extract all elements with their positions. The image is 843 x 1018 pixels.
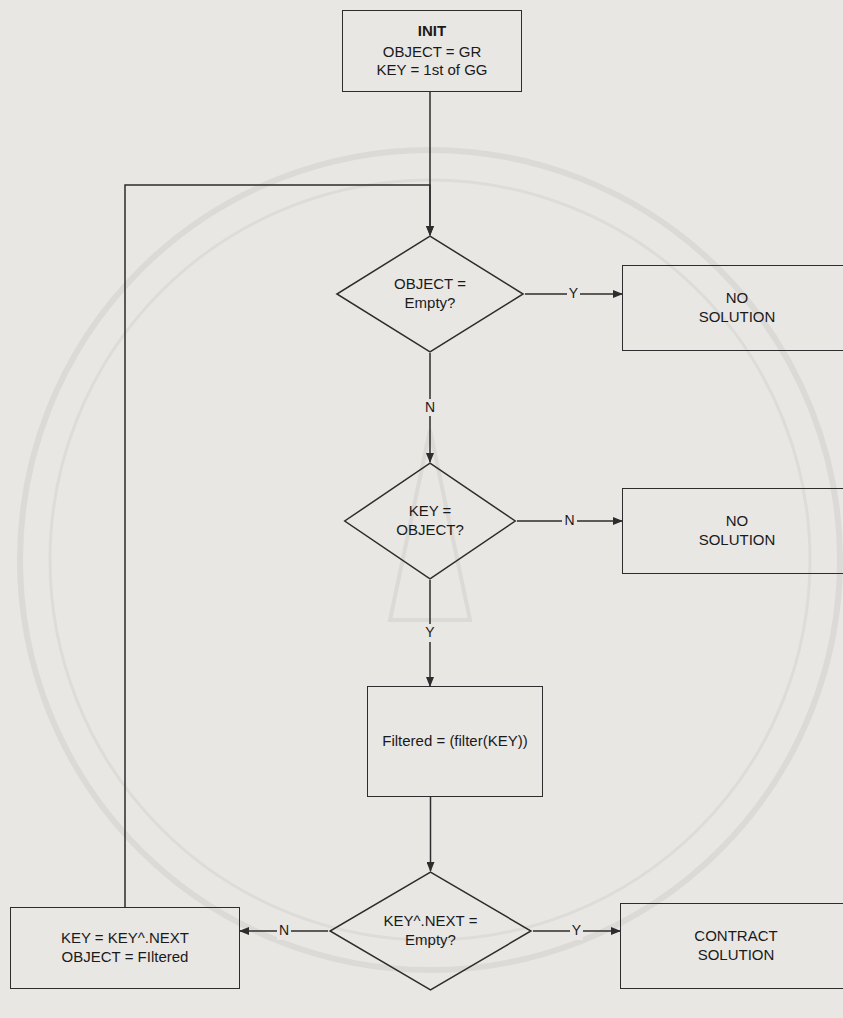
node-text: KEY = KEY^.NEXT xyxy=(61,929,189,948)
node-text: INIT xyxy=(418,22,446,41)
node-text: NO SOLUTION xyxy=(687,289,787,327)
edge-label: Y xyxy=(423,624,436,641)
node-text: OBJECT = FIltered xyxy=(62,948,189,967)
edge-label: N xyxy=(423,399,437,416)
process-box: Filtered = (filter(KEY)) xyxy=(367,686,543,797)
node-text: OBJECT = Empty? xyxy=(384,275,476,313)
init-box: INIT OBJECT = GRKEY = 1st of GG xyxy=(342,10,522,92)
node-text: CONTRACT SOLUTION xyxy=(681,927,791,965)
flow-connector xyxy=(125,185,430,907)
edge-label: Y xyxy=(570,922,583,939)
node-text: Filtered = (filter(KEY)) xyxy=(382,732,527,751)
node-text: OBJECT = GR xyxy=(383,43,482,62)
terminal-box: CONTRACT SOLUTION xyxy=(620,903,843,989)
decision-diamond: OBJECT = Empty? xyxy=(335,235,525,353)
flow-connector xyxy=(430,797,432,871)
process-box: KEY = KEY^.NEXTOBJECT = FIltered xyxy=(10,907,240,989)
terminal-box: NO SOLUTION xyxy=(622,265,843,351)
edge-label: N xyxy=(277,922,291,939)
node-text: KEY = 1st of GG xyxy=(376,61,487,80)
seal-ring xyxy=(50,180,810,940)
seal-ring xyxy=(20,150,840,970)
node-text: NO SOLUTION xyxy=(687,512,787,550)
node-text: KEY = OBJECT? xyxy=(391,502,469,540)
edge-label: N xyxy=(562,512,576,529)
decision-diamond: KEY^.NEXT = Empty? xyxy=(328,871,533,991)
edge-label: Y xyxy=(567,285,580,302)
decision-diamond: KEY = OBJECT? xyxy=(343,462,517,580)
node-text: KEY^.NEXT = Empty? xyxy=(377,912,485,950)
terminal-box: NO SOLUTION xyxy=(622,488,843,574)
